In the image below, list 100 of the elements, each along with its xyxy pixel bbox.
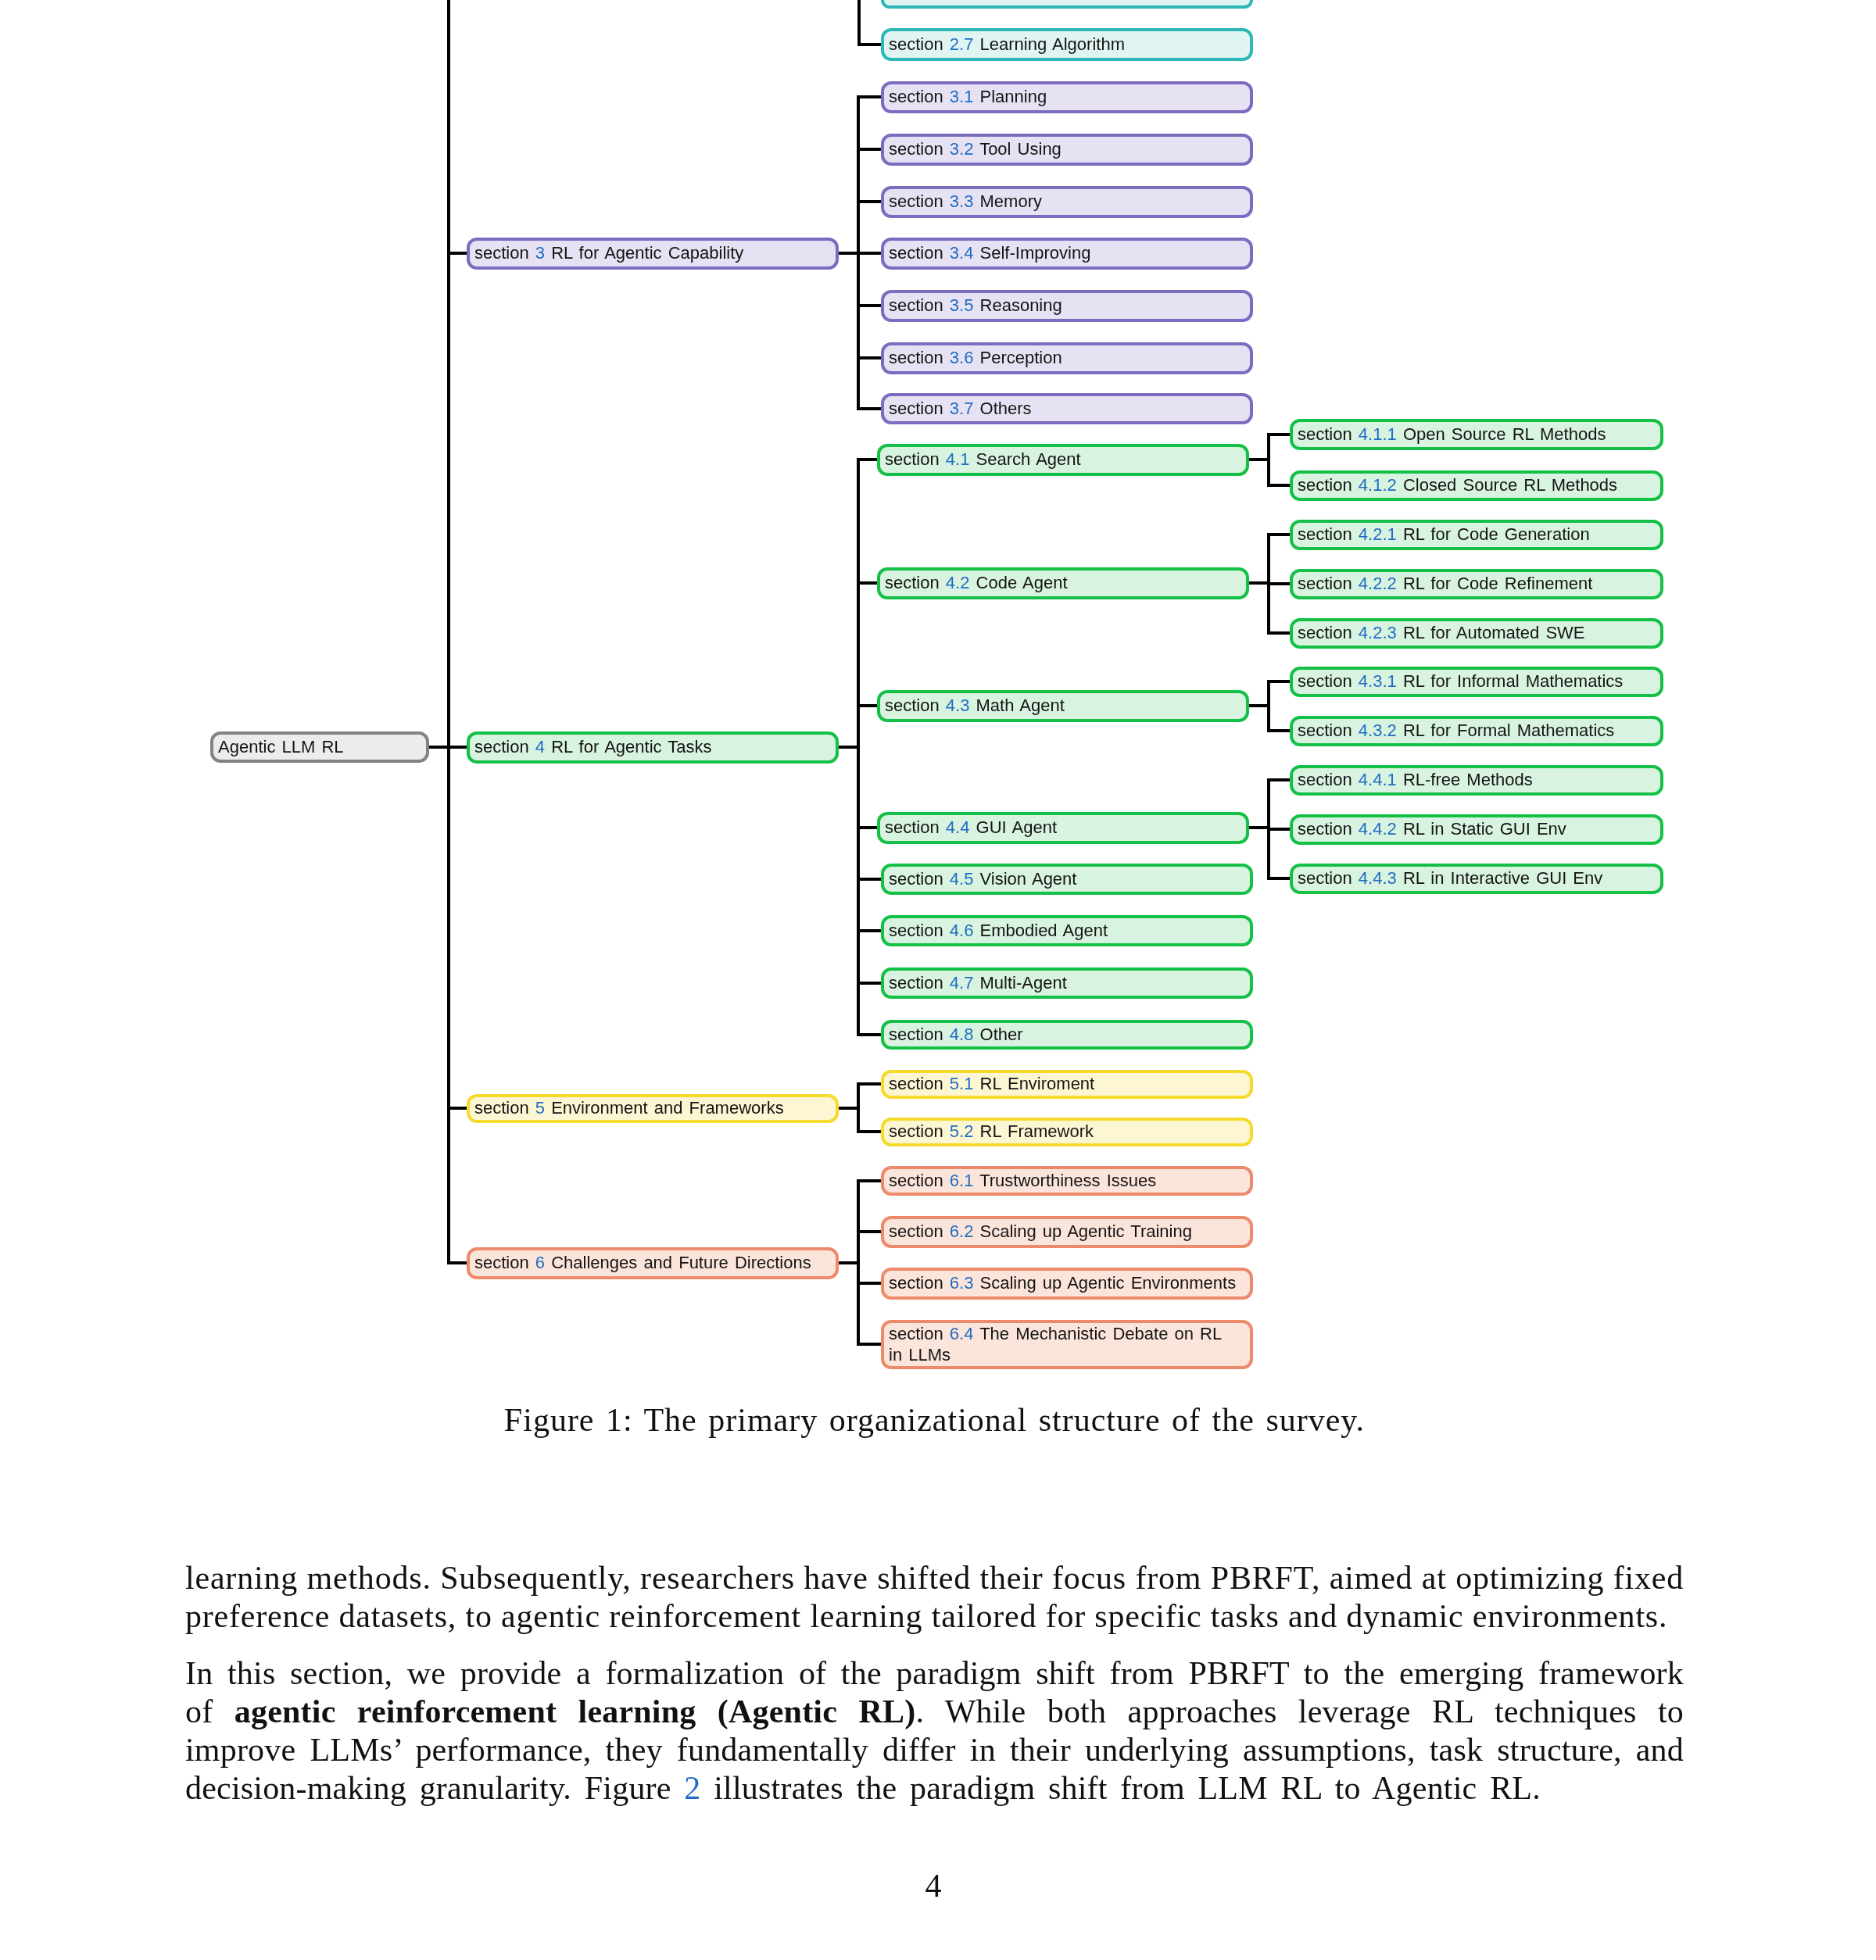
section-title: section 4.4.1 RL-free Methods: [1298, 769, 1533, 791]
section-link: 6.3: [949, 1273, 974, 1293]
connector-line: [1249, 826, 1290, 880]
section-link: 6: [535, 1253, 546, 1273]
section-link: 4.1: [945, 449, 970, 470]
section-box: [1290, 715, 1663, 746]
connector-line: [839, 1261, 881, 1346]
section-link: 4.2.1: [1358, 524, 1397, 545]
section-box: [881, 1020, 1253, 1050]
section-title: section 6 Challenges and Future Directions: [474, 1252, 811, 1274]
section-link: 4.1.1: [1358, 424, 1397, 445]
section-link: 5.1: [949, 1074, 974, 1094]
section-box: [1290, 666, 1663, 697]
section-title: section 4.4 GUI Agent: [885, 817, 1058, 839]
section-box: [1290, 419, 1663, 450]
section-box: [877, 567, 1249, 599]
section-title: section 4 RL for Agentic Tasks: [474, 736, 712, 758]
section-box: [881, 289, 1253, 322]
section-link: 3.3: [949, 191, 974, 212]
figure-link: 2: [684, 1770, 701, 1806]
section-title: section 4.3 Math Agent: [885, 695, 1065, 717]
section-link: 4.3.2: [1358, 721, 1397, 741]
section-link: 4.5: [949, 869, 974, 889]
section-box: [877, 689, 1249, 722]
section-link: 3.6: [949, 348, 974, 368]
section-title: section 4.4.2 RL in Static GUI Env: [1298, 818, 1566, 840]
section-box: [881, 1069, 1253, 1099]
section-box: [881, 1117, 1253, 1146]
topic-label: Agentic LLM RL: [218, 736, 344, 758]
section-box: [467, 1093, 839, 1123]
section-link: 4.8: [949, 1025, 974, 1045]
section-link: 4.1.2: [1358, 475, 1397, 495]
section-title: section 4.7 Multi-Agent: [889, 972, 1067, 994]
section-link: 4.2: [945, 573, 970, 593]
figure-caption: Figure 1: The primary organizational structure of the survey.: [503, 1401, 1366, 1440]
section-title: section 6.1 Trustworthiness Issues: [889, 1170, 1157, 1192]
connector-line: [1249, 581, 1290, 635]
section-link: 6.4: [949, 1323, 974, 1343]
section-title: section 3.2 Tool Using: [889, 138, 1062, 160]
section-link: 4.4.2: [1358, 819, 1397, 839]
section-box: [881, 185, 1253, 218]
section-link: 5: [535, 1098, 546, 1118]
section-title: section 3 RL for Agentic Capability: [474, 242, 744, 264]
section-title: section 5.2 RL Framework: [889, 1121, 1094, 1143]
section-box: [881, 393, 1253, 424]
section-box: [881, 342, 1253, 374]
section-box: [881, 1166, 1253, 1196]
section-box: [467, 731, 839, 764]
section-title: section 4.5 Vision Agent: [889, 868, 1077, 890]
section-box: [1290, 470, 1663, 501]
section-box: [1290, 764, 1663, 796]
section-box: [1290, 863, 1663, 894]
section-link: 5.2: [949, 1121, 974, 1142]
section-title: section 4.3.1 RL for Informal Mathematics: [1298, 671, 1624, 692]
section-title: section 3.7 Others: [889, 398, 1032, 420]
section-link: 3.1: [949, 87, 974, 107]
section-title: section 4.1 Search Agent: [885, 449, 1081, 470]
section-box: [1290, 519, 1663, 550]
connector-line: [857, 0, 881, 46]
section-box: [881, 80, 1253, 113]
section-title: section 4.8 Other: [889, 1024, 1023, 1046]
section-title: section 3.5 Reasoning: [889, 295, 1062, 317]
section-box: [881, 237, 1253, 270]
section-title: section 4.2.2 RL for Code Refinement: [1298, 573, 1593, 595]
section-box: [1290, 617, 1663, 649]
section-title: section 6.2 Scaling up Agentic Training: [889, 1221, 1192, 1243]
section-title: section 4.1.1 Open Source RL Methods: [1298, 424, 1606, 445]
connector-line: [1249, 458, 1290, 487]
section-title: section 4.4.3 RL in Interactive GUI Env: [1298, 867, 1603, 889]
section-title: section 4.2.3 RL for Automated SWE: [1298, 622, 1585, 644]
section-link: 3.5: [949, 295, 974, 316]
section-title: section 3.3 Memory: [889, 191, 1042, 213]
section-title: section 4.2 Code Agent: [885, 572, 1068, 594]
section-box: [467, 1246, 839, 1279]
section-box: [881, 864, 1253, 895]
connector-line: [1249, 704, 1290, 732]
section-title: section 3.6 Perception: [889, 347, 1062, 369]
section-box: [881, 1215, 1253, 1248]
section-title: section 3.4 Self-Improving: [889, 242, 1091, 264]
section-box: [881, 967, 1253, 999]
section-box: [877, 811, 1249, 844]
section-box: [881, 28, 1253, 61]
section-title: section 6.3 Scaling up Agentic Environments: [889, 1272, 1237, 1294]
section-link: 4.4.1: [1358, 770, 1397, 790]
section-link: 6.2: [949, 1221, 974, 1242]
section-link: 3.7: [949, 399, 974, 419]
section-title: section 3.1 Planning: [889, 86, 1047, 108]
section-title: section 6.4 The Mechanistic Debate on RL in LLMs: [889, 1322, 1223, 1366]
section-title: section 4.6 Embodied Agent: [889, 920, 1108, 942]
section-link: 4.3.1: [1358, 671, 1397, 692]
section-title: section 5.1 RL Enviroment: [889, 1073, 1095, 1095]
cropped-box: [881, 0, 1253, 9]
page-number: 4: [924, 1867, 943, 1905]
section-box: [1290, 568, 1663, 599]
section-title: section 2.7 Learning Algorithm: [889, 34, 1125, 55]
body-paragraph: learning methods. Subsequently, researchers have shifted their focus from PBRFT, aimed at optimizing fixed preference datasets, to agentic reinforcement learning tailored for specific tasks and dynamic environments.: [185, 1559, 1684, 1636]
body-paragraph: In this section, we provide a formalization of the paradigm shift from PBRFT to the emerging framework of agentic reinforcement learning (Agentic RL). While both approaches leverage RL techniques to improve LLMs’ performance, they fundamentally differ in their underlying assumptions, task structure, and decision-making granularity. Figure 2 illustrates the paradigm shift from LLM RL to Agentic RL.: [185, 1654, 1684, 1808]
section-box: [881, 915, 1253, 946]
section-box: [881, 1319, 1253, 1369]
section-title: section 4.1.2 Closed Source RL Methods: [1298, 474, 1618, 496]
